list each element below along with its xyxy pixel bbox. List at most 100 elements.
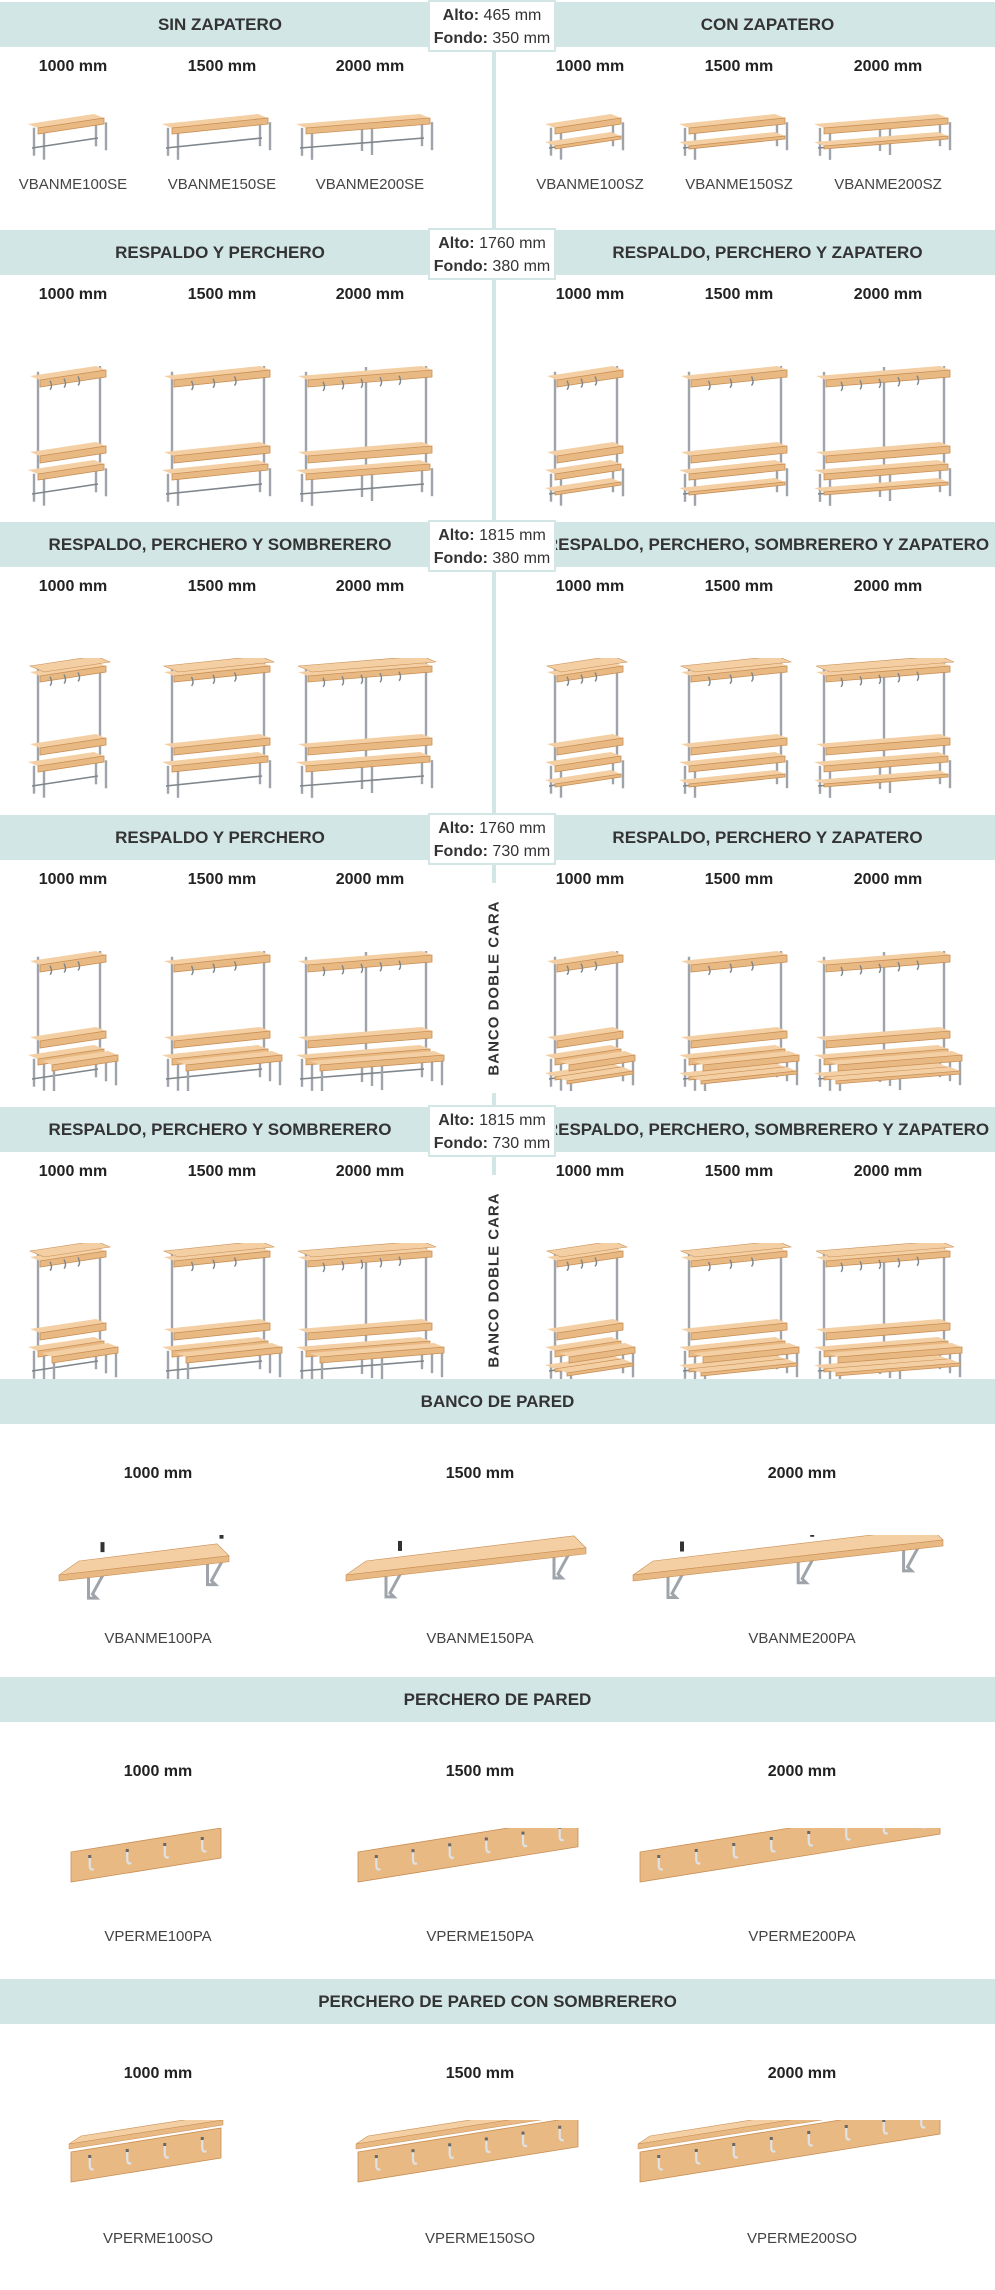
bench-image xyxy=(545,658,629,798)
section-title-right: RESPALDO, PERCHERO, SOMBRERERO Y ZAPATER… xyxy=(545,535,990,554)
size-label: 1500 mm xyxy=(704,286,774,303)
section-title-left: SIN ZAPATERO xyxy=(157,15,283,34)
bench-image xyxy=(162,114,272,160)
size-label: 2000 mm xyxy=(335,286,405,303)
section-header xyxy=(0,1979,995,2024)
section-header xyxy=(0,1379,995,1424)
fondo-label: Fondo: xyxy=(433,1135,488,1152)
fondo-value: 380 mm xyxy=(492,258,551,275)
size-label: 1000 mm xyxy=(38,578,108,595)
section-title-left: RESPALDO Y PERCHERO xyxy=(115,243,325,262)
fondo-value: 730 mm xyxy=(492,1135,551,1152)
double-sided-label: BANCO DOBLE CARA xyxy=(480,883,508,1093)
size-label: 1500 mm xyxy=(445,1465,515,1482)
bench-image xyxy=(814,366,952,506)
size-label: 1000 mm xyxy=(123,1465,193,1482)
fondo-label: Fondo: xyxy=(433,30,488,47)
bench-image xyxy=(814,658,955,798)
wall-hanger-hat-rack-image xyxy=(637,2120,941,2183)
size-label: 2000 mm xyxy=(853,1163,923,1180)
size-label: 1500 mm xyxy=(445,2065,515,2082)
section-title: BANCO DE PARED xyxy=(420,1392,575,1411)
size-label: 2000 mm xyxy=(853,578,923,595)
section-title: PERCHERO DE PARED xyxy=(403,1690,592,1709)
bench-image xyxy=(28,1243,119,1383)
bench-image xyxy=(162,658,276,798)
product-code: VBANME200SZ xyxy=(834,176,942,193)
bench-image xyxy=(545,366,625,506)
bench-image xyxy=(679,658,793,798)
double-sided-label: BANCO DOBLE CARA xyxy=(480,1175,508,1385)
size-label: 1000 mm xyxy=(555,58,625,75)
bench-image xyxy=(296,1243,445,1383)
alto-label: Alto: xyxy=(438,820,475,837)
size-label: 1500 mm xyxy=(187,871,257,888)
bench-image xyxy=(296,658,437,798)
bench-image xyxy=(545,114,625,160)
size-label: 2000 mm xyxy=(853,871,923,888)
bench-image xyxy=(679,366,789,506)
fondo-value: 730 mm xyxy=(492,843,551,860)
alto-label: Alto: xyxy=(442,7,480,24)
product-code: VBANME150SE xyxy=(167,176,277,193)
bench-image xyxy=(545,951,636,1091)
bench-image xyxy=(679,1243,800,1383)
size-label: 2000 mm xyxy=(767,2065,837,2082)
size-label: 1000 mm xyxy=(123,2065,193,2082)
fondo-value: 350 mm xyxy=(492,30,551,47)
fondo-value: 380 mm xyxy=(492,550,551,567)
size-label: 2000 mm xyxy=(335,1163,405,1180)
section-title-left: RESPALDO Y PERCHERO xyxy=(115,828,325,847)
size-label: 1500 mm xyxy=(187,286,257,303)
product-code: VPERME100PA xyxy=(104,1928,212,1945)
column-divider xyxy=(492,45,496,228)
product-code: VBANME200PA xyxy=(748,1630,856,1647)
alto-value: 1760 mm xyxy=(479,820,546,837)
bench-image xyxy=(296,366,434,506)
fondo-label: Fondo: xyxy=(433,843,488,860)
bench-image xyxy=(679,114,789,160)
section-title-right: RESPALDO, PERCHERO Y ZAPATERO xyxy=(612,243,923,262)
size-label: 1500 mm xyxy=(445,1763,515,1780)
bench-image xyxy=(28,951,119,1091)
section-title-right: RESPALDO, PERCHERO Y ZAPATERO xyxy=(612,828,923,847)
size-label: 1000 mm xyxy=(38,871,108,888)
bench-image xyxy=(296,114,434,160)
bench-image xyxy=(814,114,952,160)
bench-image xyxy=(28,366,108,506)
dimensions-box: Alto: 1760 mm Fondo: 730 mm xyxy=(428,813,556,865)
alto-value: 465 mm xyxy=(483,7,542,24)
product-code: VPERME150PA xyxy=(426,1928,534,1945)
wall-hanger-hat-rack-image xyxy=(68,2120,224,2183)
size-label: 2000 mm xyxy=(335,578,405,595)
size-label: 1000 mm xyxy=(38,286,108,303)
fondo-label: Fondo: xyxy=(433,258,488,275)
size-label: 1500 mm xyxy=(704,1163,774,1180)
size-label: 1500 mm xyxy=(187,1163,257,1180)
size-label: 1000 mm xyxy=(123,1763,193,1780)
alto-label: Alto: xyxy=(438,527,475,544)
product-code: VBANME100SE xyxy=(18,176,128,193)
bench-image xyxy=(296,951,445,1091)
wall-bench-image xyxy=(632,1535,944,1599)
alto-value: 1815 mm xyxy=(479,527,546,544)
wall-bench-image xyxy=(58,1535,230,1600)
dimensions-box: Alto: 465 mm Fondo: 350 mm xyxy=(428,0,556,52)
size-label: 1500 mm xyxy=(187,578,257,595)
product-code: VBANME150PA xyxy=(426,1630,534,1647)
alto-label: Alto: xyxy=(438,235,475,252)
size-label: 1000 mm xyxy=(555,1163,625,1180)
section-title: PERCHERO DE PARED CON SOMBRERERO xyxy=(318,1992,677,2011)
size-label: 1500 mm xyxy=(704,578,774,595)
bench-image xyxy=(162,366,272,506)
size-label: 2000 mm xyxy=(853,286,923,303)
product-code: VBANME200SE xyxy=(315,176,425,193)
bench-image xyxy=(28,658,112,798)
product-code: VBANME100SZ xyxy=(536,176,644,193)
size-label: 1500 mm xyxy=(187,58,257,75)
size-label: 1000 mm xyxy=(38,58,108,75)
wall-hanger-image xyxy=(70,1828,222,1883)
bench-image xyxy=(814,951,963,1091)
size-label: 2000 mm xyxy=(335,58,405,75)
